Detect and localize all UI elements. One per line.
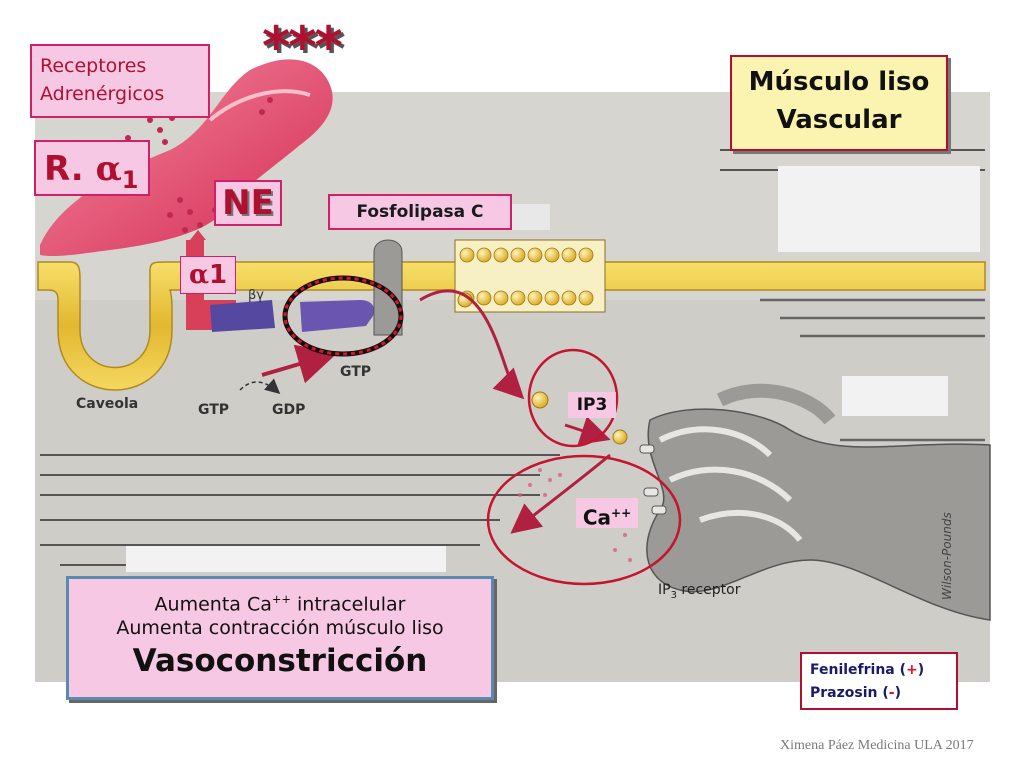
alpha1-number: 1 xyxy=(208,260,228,290)
gtp-label: GTP xyxy=(340,364,372,380)
drug-close-paren: ) xyxy=(917,662,925,678)
summary-line1-a: Aumenta Ca xyxy=(154,593,272,616)
g-protein-beta-gamma xyxy=(210,300,275,332)
gdp-label: GDP xyxy=(272,402,306,418)
summary-box: Aumenta Ca++ intracelular Aumenta contra… xyxy=(66,576,494,700)
norepinephrine-label: NE xyxy=(214,180,282,226)
ip3-label: IP3 xyxy=(568,392,616,418)
tissue-title-line2: Vascular xyxy=(776,105,902,135)
summary-line3: Vasoconstricción xyxy=(132,643,428,680)
alpha-symbol: α xyxy=(95,149,122,189)
calcium-charge: ++ xyxy=(611,506,632,520)
drug-close-paren: ) xyxy=(894,685,901,701)
nerve-terminal xyxy=(40,59,333,257)
ip3-receptor-prefix: IP xyxy=(658,582,671,598)
drugs-box: Fenilefrina (+) Prazosin (-) xyxy=(800,652,958,710)
summary-line1: Aumenta Ca++ intracelular xyxy=(69,587,491,616)
calcium-label: Ca++ xyxy=(576,498,638,530)
ip3-highlight xyxy=(527,348,619,448)
receptor-alpha1-box: R. α1 xyxy=(34,140,150,196)
alpha-symbol: α xyxy=(188,260,209,290)
sarcoplasmic-reticulum xyxy=(646,408,991,621)
drug-prazosin-name: Prazosin ( xyxy=(810,685,889,701)
alpha1-label: α1 xyxy=(180,256,236,294)
tissue-title-box: Músculo liso Vascular xyxy=(730,55,948,151)
caveola-label: Caveola xyxy=(76,396,139,412)
mask-block xyxy=(778,166,980,252)
receptor-prefix: R. xyxy=(44,149,96,189)
footer-credit: Ximena Páez Medicina ULA 2017 xyxy=(780,738,974,753)
drug-fenilefrina-name: Fenilefrina ( xyxy=(810,662,907,678)
drug-fenilefrina: Fenilefrina (+) xyxy=(810,659,948,682)
calcium-symbol: Ca xyxy=(582,505,612,530)
drug-prazosin: Prazosin (-) xyxy=(810,682,948,705)
g-protein-alpha xyxy=(300,300,375,332)
summary-line1-b: intracelular xyxy=(290,593,406,616)
importance-stars: *** xyxy=(262,15,343,78)
summary-line1-sup: ++ xyxy=(271,592,291,606)
antagonist-sign: - xyxy=(888,685,895,701)
phospholipase-c-label: Fosfolipasa C xyxy=(328,194,512,230)
tissue-title-line1: Músculo liso xyxy=(748,67,930,97)
summary-line2: Aumenta contracción músculo liso xyxy=(116,617,444,640)
calcium-highlight xyxy=(486,454,682,586)
beta-gamma-label: βγ xyxy=(248,288,264,303)
mask-block xyxy=(512,204,550,230)
illustrator-signature: Wilson-Pounds xyxy=(940,512,960,600)
alpha-subscript: 1 xyxy=(121,165,139,194)
ip3-receptor-sub: 3 xyxy=(670,589,677,601)
mask-block xyxy=(126,546,446,572)
agonist-sign: + xyxy=(906,662,918,678)
receptores-adrenergicos-label: Receptores Adrenérgicos xyxy=(30,44,210,118)
mask-block xyxy=(842,376,948,416)
ip3-receptor-suffix: receptor xyxy=(676,582,741,598)
ip3-receptor-label: IP3 receptor xyxy=(658,582,740,601)
gtp-left-label: GTP xyxy=(198,402,230,418)
